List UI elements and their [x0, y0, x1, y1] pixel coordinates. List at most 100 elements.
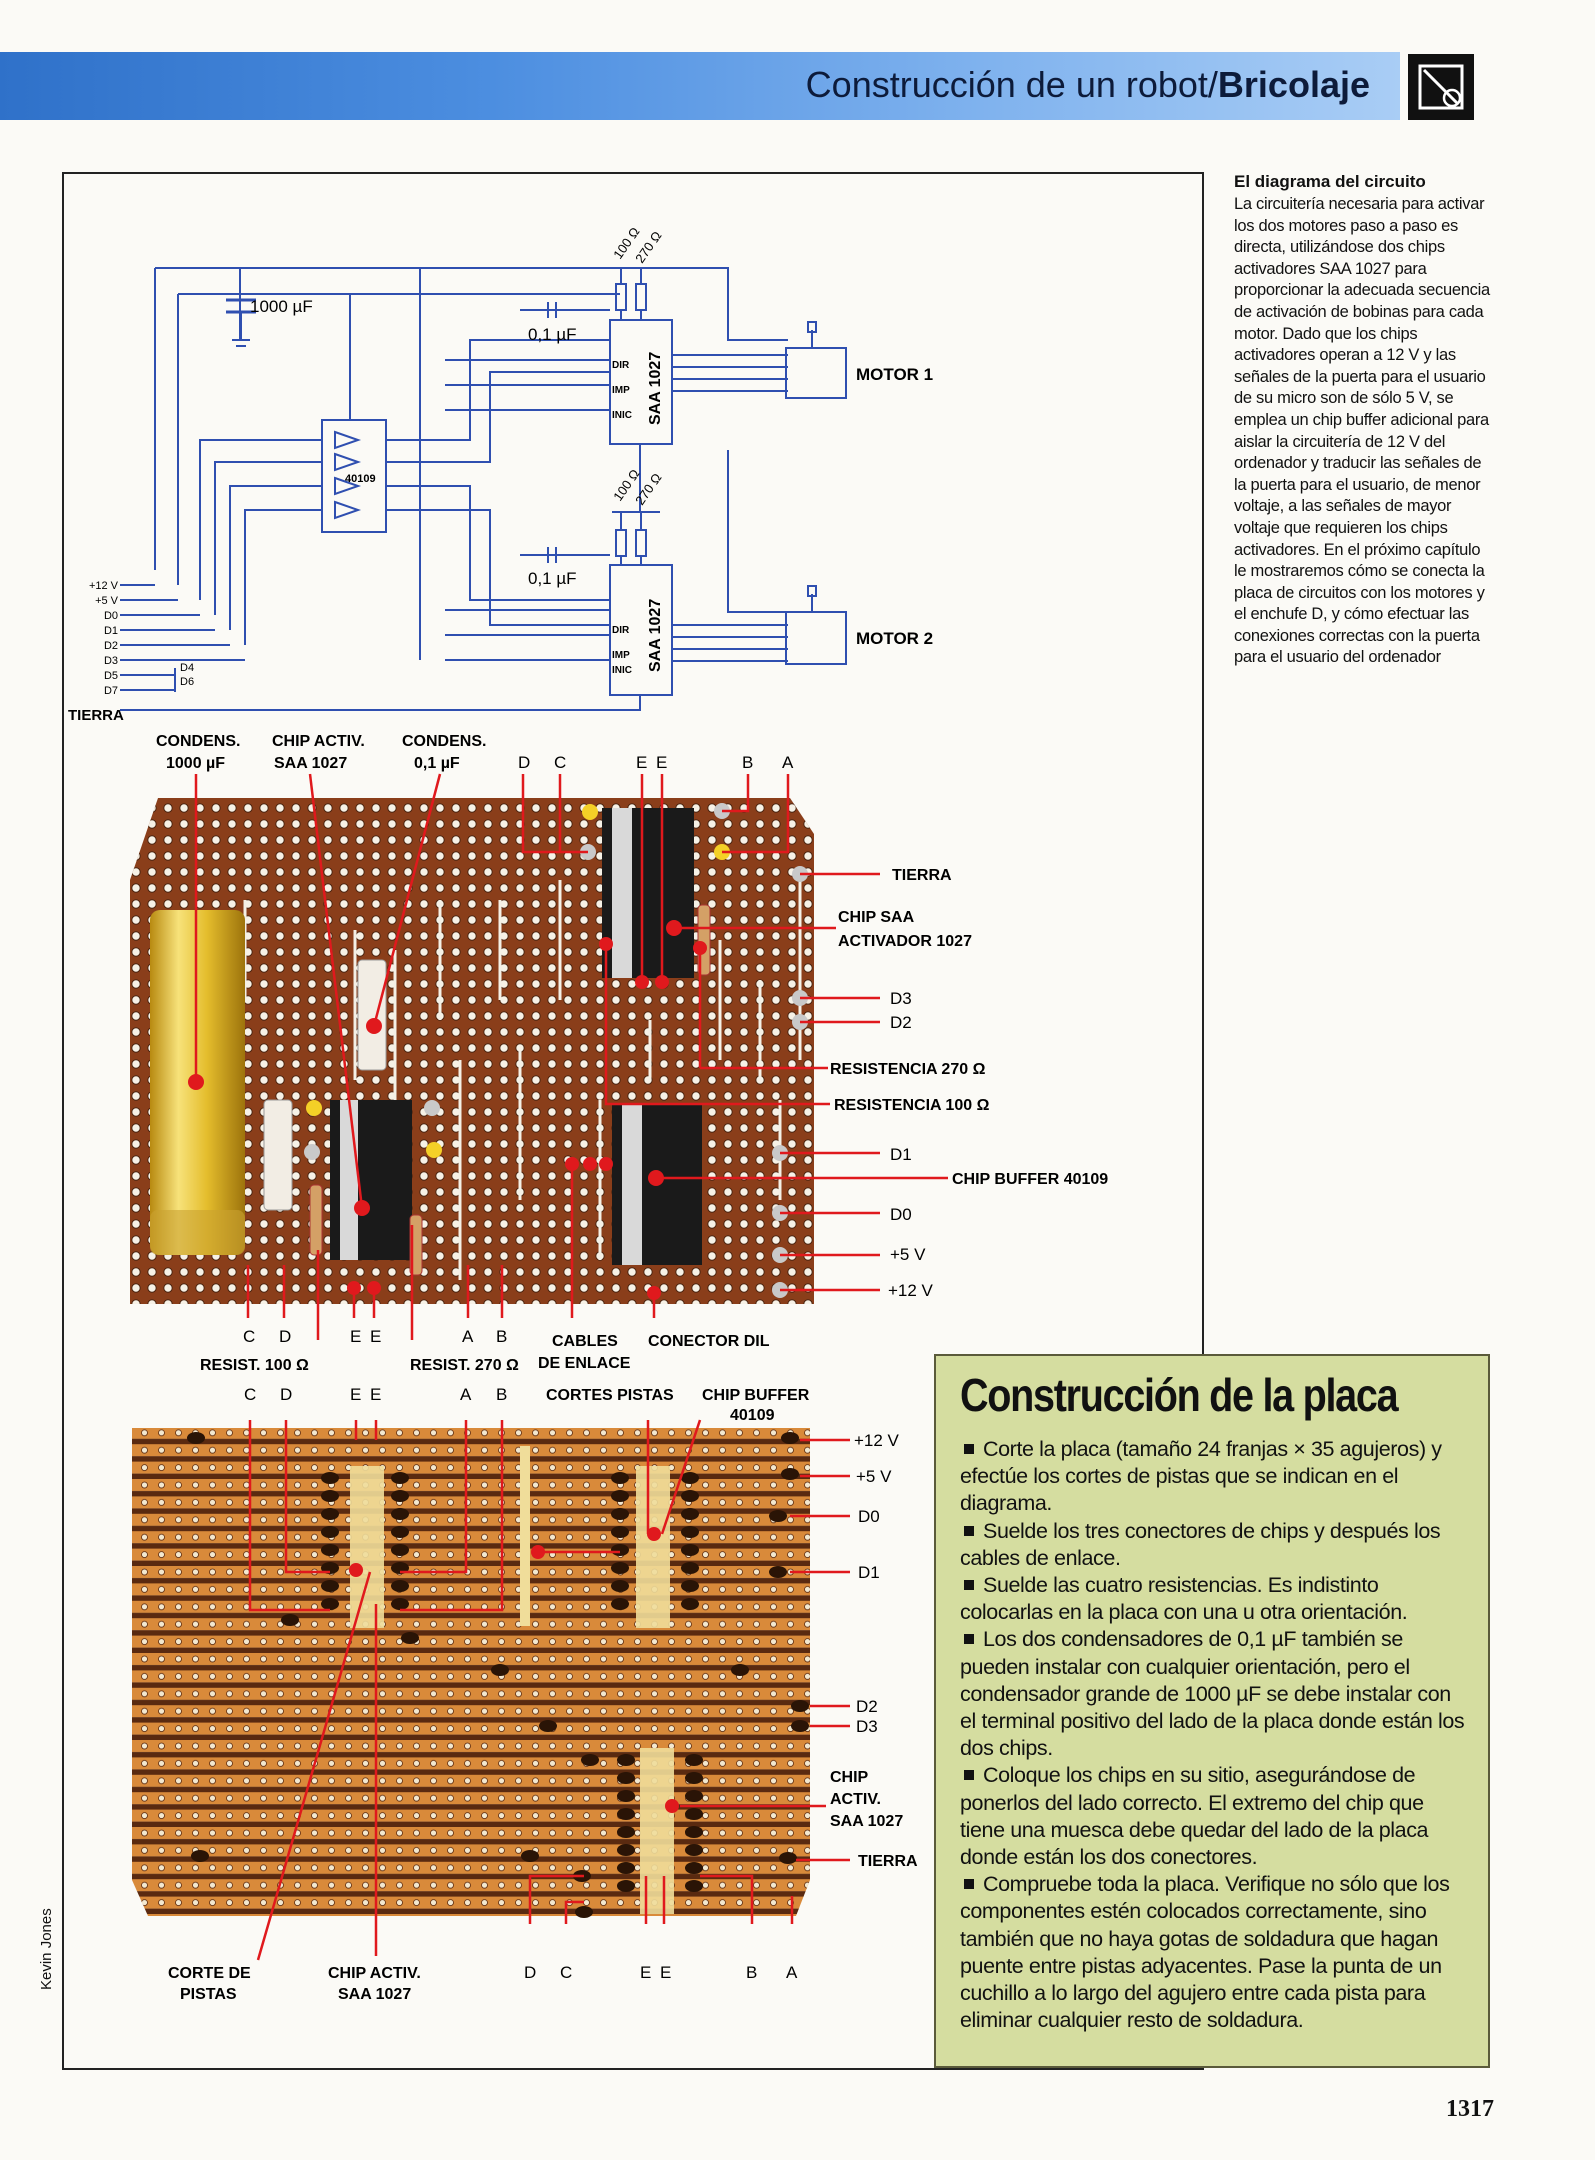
driver-chip-label-2: SAA 1027 [647, 599, 664, 672]
board-strip-side [132, 1428, 810, 1918]
svg-text:DE ENLACE: DE ENLACE [538, 1355, 631, 1372]
box-item: Compruebe toda la placa. Verifique no só… [960, 1872, 1450, 2033]
svg-text:C: C [560, 1963, 572, 1982]
board-top-letters-top: D C E E B A [518, 753, 794, 772]
svg-text:CHIP ACTIV.: CHIP ACTIV. [272, 733, 365, 750]
svg-text:CONDENS.: CONDENS. [402, 733, 486, 750]
board-bottom-chip-label: CHIP ACTIV. SAA 1027 TIERRA [830, 1769, 918, 1870]
buffer-gates [334, 430, 362, 520]
svg-text:CHIP ACTIV.: CHIP ACTIV. [328, 1965, 421, 1982]
svg-text:D1: D1 [890, 1145, 912, 1164]
svg-text:D0: D0 [858, 1507, 880, 1526]
svg-text:RESIST. 100 Ω: RESIST. 100 Ω [200, 1357, 309, 1374]
svg-text:E: E [350, 1385, 361, 1404]
header-band [0, 52, 1400, 120]
svg-text:D3: D3 [104, 655, 118, 667]
svg-text:A: A [460, 1385, 472, 1404]
board-top-labels-top: CONDENS. 1000 µF CHIP ACTIV. SAA 1027 CO… [156, 733, 486, 772]
svg-text:D: D [279, 1327, 291, 1346]
pin-inic-2: INIC [612, 665, 632, 676]
svg-text:E: E [370, 1385, 381, 1404]
box-title: Construcción de la placa [960, 1369, 1399, 1421]
board-component-side [130, 798, 814, 1304]
svg-text:D0: D0 [104, 610, 118, 622]
svg-text:A: A [782, 753, 794, 772]
svg-text:CHIP: CHIP [830, 1769, 869, 1786]
cap-01-label-1: 0,1 µF [528, 325, 577, 344]
caption-body: La circuitería necesaria para activar lo… [1234, 195, 1490, 667]
svg-text:+5 V: +5 V [95, 595, 119, 607]
svg-text:ACTIVADOR 1027: ACTIVADOR 1027 [838, 933, 972, 950]
board-top-labels-right: TIERRA CHIP SAA ACTIVADOR 1027 D3 D2 RES… [830, 867, 1108, 1300]
bullet-square-icon [964, 1525, 974, 1536]
svg-text:SAA 1027: SAA 1027 [830, 1813, 903, 1830]
svg-text:D3: D3 [890, 989, 912, 1008]
svg-text:B: B [742, 753, 753, 772]
svg-text:D5: D5 [104, 670, 118, 682]
svg-text:D0: D0 [890, 1205, 912, 1224]
board-bottom-leaders [248, 1419, 850, 1961]
instructions-box: Construcción de la placa Corte la placa … [934, 1354, 1490, 2068]
board-bottom-labels-bottom: CORTE DE PISTAS CHIP ACTIV. SAA 1027 [168, 1965, 421, 2003]
svg-text:+5 V: +5 V [890, 1245, 926, 1264]
bullet-square-icon [964, 1634, 974, 1645]
buffer-chip-label: 40109 [345, 473, 376, 485]
svg-text:+12 V: +12 V [89, 580, 119, 592]
caption-title: El diagrama del circuito [1234, 172, 1426, 191]
svg-text:SAA 1027: SAA 1027 [274, 755, 347, 772]
svg-text:CHIP SAA: CHIP SAA [838, 909, 915, 926]
pin-dir-1: DIR [612, 360, 630, 371]
box-item: Suelde los tres conectores de chips y de… [960, 1518, 1441, 1570]
pin-imp-1: IMP [612, 385, 630, 396]
section-logo-icon [1408, 54, 1474, 120]
board-bottom-letters-bottom: D C E E B A [524, 1963, 798, 1982]
svg-text:RESISTENCIA 100 Ω: RESISTENCIA 100 Ω [834, 1097, 990, 1114]
svg-text:E: E [660, 1963, 671, 1982]
svg-text:D: D [280, 1385, 292, 1404]
bottom-buffer-label-b: 40109 [730, 1407, 775, 1424]
svg-text:RESISTENCIA 270 Ω: RESISTENCIA 270 Ω [830, 1061, 986, 1078]
pin-inic-1: INIC [612, 410, 632, 421]
cortes-pistas-label: CORTES PISTAS [546, 1387, 674, 1404]
svg-text:A: A [786, 1963, 798, 1982]
box-item: Corte la placa (tamaño 24 franjas × 35 a… [960, 1437, 1442, 1516]
figure-frame [62, 172, 1204, 2070]
bullet-square-icon [964, 1879, 974, 1890]
svg-text:D7: D7 [104, 685, 118, 697]
svg-text:B: B [496, 1327, 507, 1346]
circuit-caption: El diagrama del circuito La circuitería … [1234, 172, 1496, 669]
svg-text:PISTAS: PISTAS [180, 1986, 237, 2003]
svg-text:E: E [370, 1327, 381, 1346]
motor-2-label: MOTOR 2 [856, 629, 933, 648]
svg-text:E: E [350, 1327, 361, 1346]
svg-text:CABLES: CABLES [552, 1333, 618, 1350]
header-title-plain: Construcción de un robot/ [805, 64, 1218, 105]
svg-text:SAA 1027: SAA 1027 [338, 1986, 411, 2003]
svg-text:C: C [554, 753, 566, 772]
capacitor-01uf [357, 959, 387, 1071]
schematic-ground-label: TIERRA [68, 707, 124, 724]
input-d4: D4 [180, 662, 194, 674]
svg-text:D1: D1 [104, 625, 118, 637]
bottom-buffer-label-a: CHIP BUFFER [702, 1387, 810, 1404]
svg-text:0,1 µF: 0,1 µF [414, 755, 460, 772]
board-bottom-letters-top: C D E E A B [244, 1385, 507, 1404]
svg-text:E: E [656, 753, 667, 772]
driver-chip-label-1: SAA 1027 [647, 352, 664, 425]
svg-text:D3: D3 [856, 1717, 878, 1736]
input-d6: D6 [180, 676, 194, 688]
box-item: Suelde las cuatro resistencias. Es indis… [960, 1573, 1408, 1625]
circuit-schematic [120, 267, 847, 711]
schematic-input-labels: +12 V +5 V D0 D1 D2 D3 D5 D7 [89, 580, 119, 697]
svg-text:ACTIV.: ACTIV. [830, 1791, 881, 1808]
capacitor-01uf-2 [263, 1099, 293, 1211]
svg-text:CONDENS.: CONDENS. [156, 733, 240, 750]
svg-text:C: C [244, 1385, 256, 1404]
cap-1000-label: 1000 µF [250, 297, 313, 316]
svg-text:+12 V: +12 V [888, 1281, 934, 1300]
cap-01-label-2: 0,1 µF [528, 569, 577, 588]
bullet-square-icon [964, 1444, 974, 1454]
cap-1000-symbol [226, 298, 256, 347]
svg-text:D2: D2 [890, 1013, 912, 1032]
